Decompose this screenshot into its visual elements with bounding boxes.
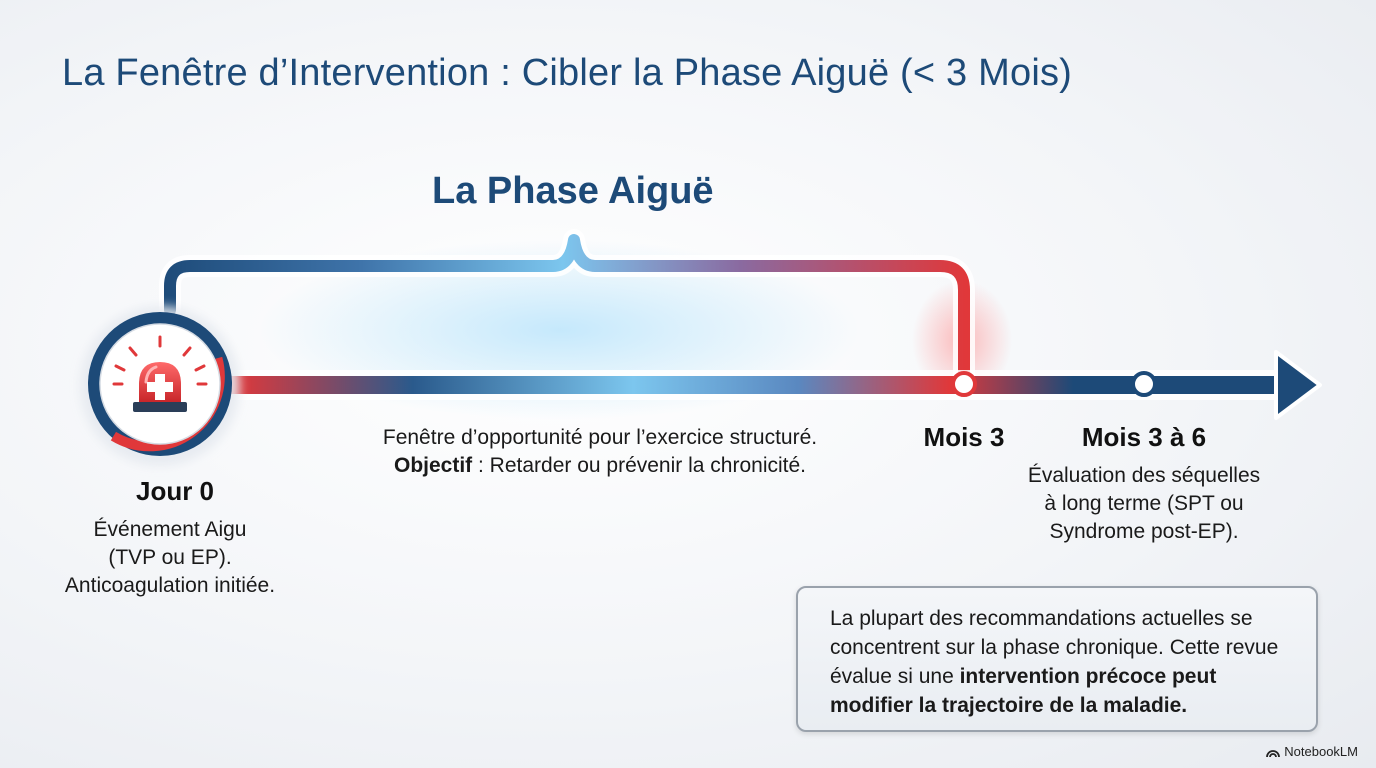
month3to6-line3: Syndrome post-EP). — [1049, 520, 1239, 543]
notebooklm-logo-icon — [1266, 750, 1281, 758]
month3to6-line1: Évaluation des séquelles — [1027, 464, 1261, 487]
timeline-axis — [200, 376, 1286, 394]
note-text-bold: intervention précoce peut modifier la tr… — [830, 665, 1217, 717]
phase-bracket — [164, 234, 970, 388]
emergency-siren-icon — [80, 306, 240, 466]
day0-description: Événement Aigu (TVP ou EP). Anticoagulat… — [40, 516, 300, 600]
opportunity-description: Fenêtre d’opportunité pour l’exercice st… — [340, 424, 860, 480]
month3to6-label: Mois 3 à 6 — [1081, 422, 1207, 452]
opportunity-line1: Fenêtre d’opportunité pour l’exercice st… — [382, 426, 818, 449]
month3to6-line2: à long terme (SPT ou — [1044, 492, 1244, 515]
phase-title: La Phase Aiguë — [432, 170, 714, 212]
note-box: La plupart des recommandations actuelles… — [796, 586, 1318, 732]
objective-text: : Retarder ou prévenir la chronicité. — [472, 454, 806, 477]
month3to6-marker — [1131, 371, 1157, 397]
day0-line2: (TVP ou EP). — [108, 546, 232, 569]
day0-line3: Anticoagulation initiée. — [64, 574, 276, 597]
month3-marker — [951, 371, 977, 397]
day0-line1: Événement Aigu — [93, 518, 247, 541]
day0-label: Jour 0 — [135, 476, 215, 506]
note-text: La plupart des recommandations actuelles… — [830, 607, 1279, 688]
brand-name: NotebookLM — [1284, 744, 1358, 759]
opportunity-line2: Objectif : Retarder ou prévenir la chron… — [340, 452, 860, 480]
brand-watermark: NotebookLM — [1266, 744, 1358, 759]
month3to6-description: Évaluation des séquelles à long terme (S… — [1014, 462, 1274, 546]
page-title: La Fenêtre d’Intervention : Cibler la Ph… — [62, 52, 1073, 94]
objective-label: Objectif — [393, 454, 473, 477]
month3-label: Mois 3 — [923, 422, 1005, 452]
timeline-arrowhead — [1274, 350, 1322, 420]
